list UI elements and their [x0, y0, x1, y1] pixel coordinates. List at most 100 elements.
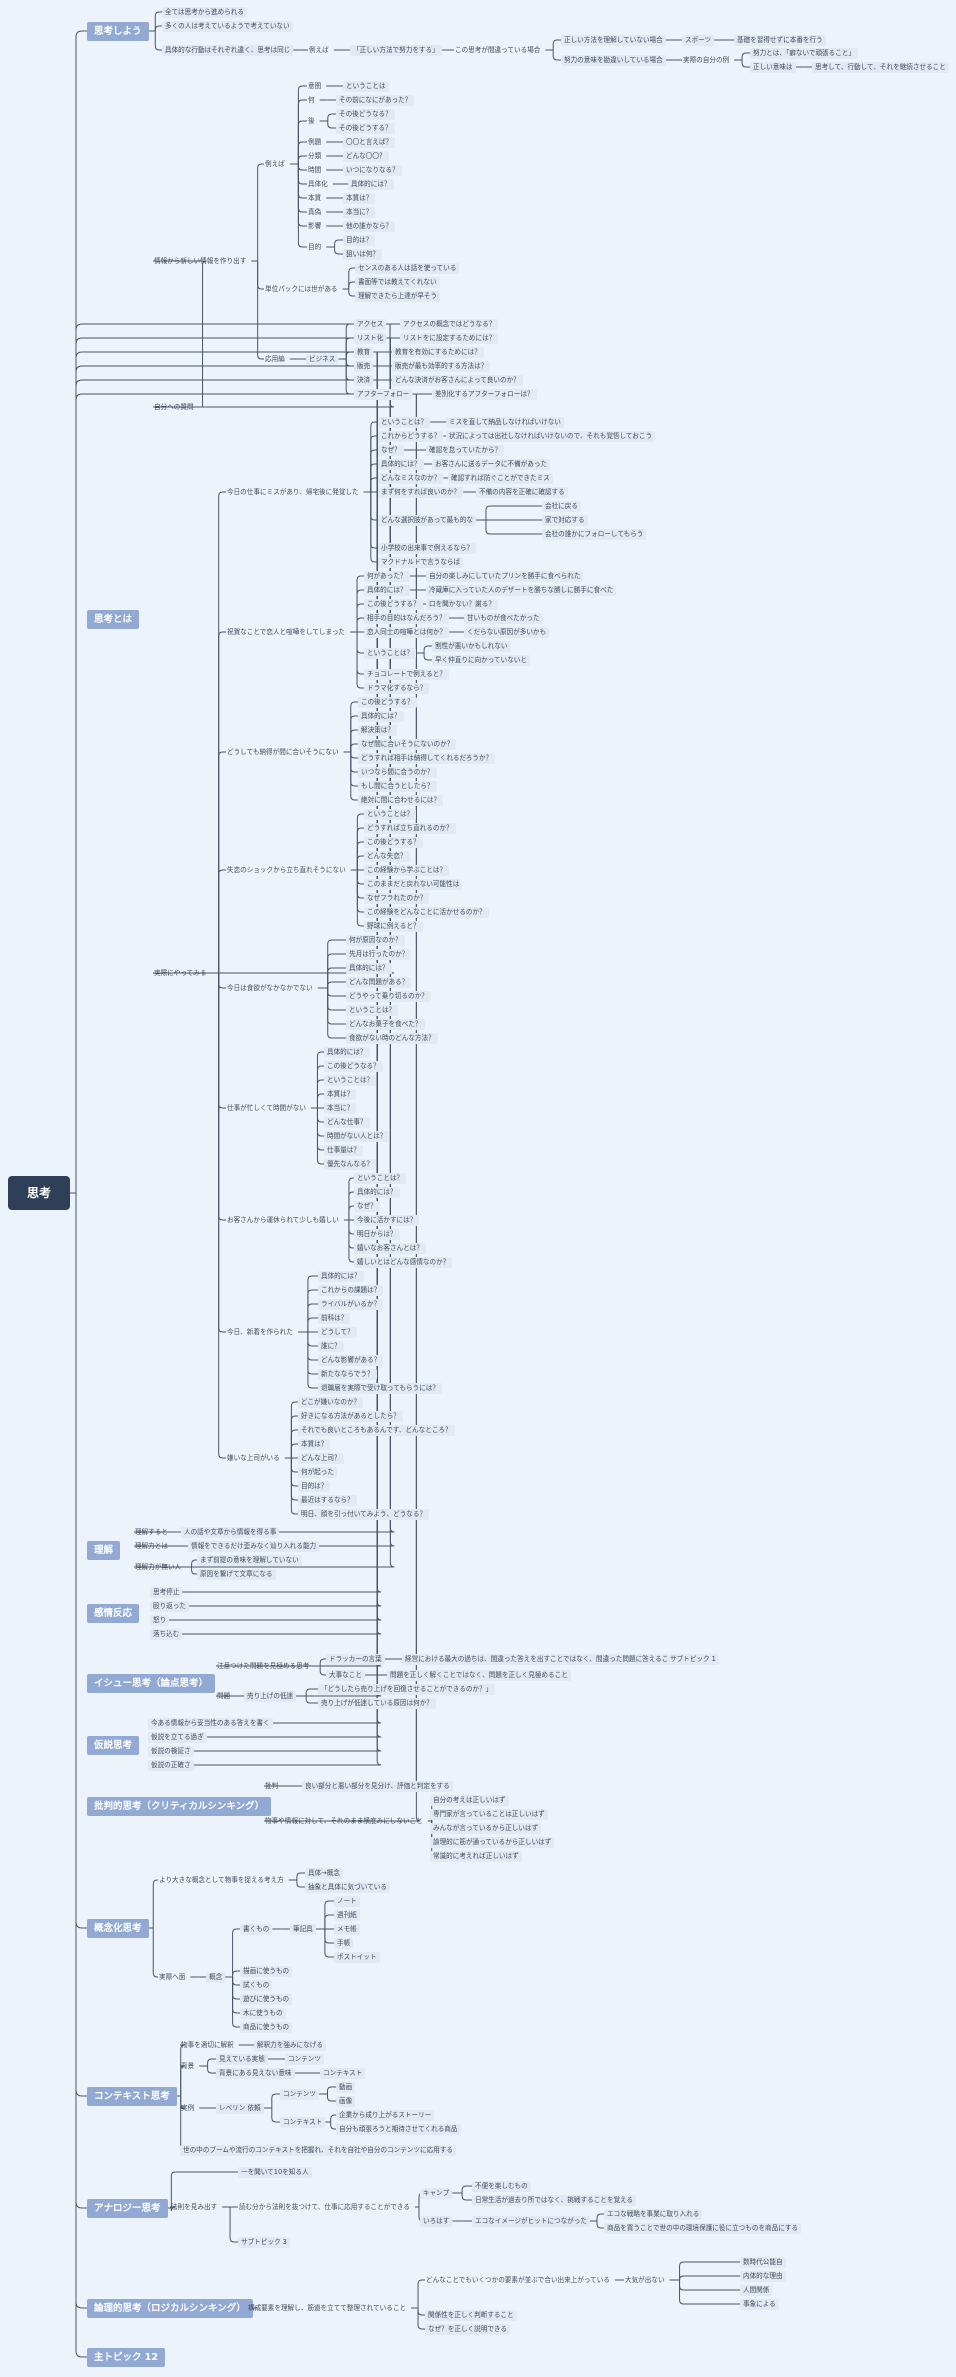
topic-q10a[interactable]: 他の誰かなら？ [343, 220, 396, 232]
topic-k1[interactable]: 物事を適切に解釈 [181, 2040, 234, 2049]
topic-s8c[interactable]: ライバルがいるか？ [318, 1298, 384, 1310]
topic-i1a[interactable]: ドラッカーの言葉 [326, 1653, 385, 1665]
topic-t2[interactable]: 例えば [265, 159, 285, 168]
topic-s6i[interactable]: 優先なんなる？ [324, 1158, 377, 1170]
topic-s9f[interactable]: 何が起った [298, 1466, 337, 1478]
topic-s1e1[interactable]: 確認すれば防ぐことができたミス [448, 472, 553, 484]
topic-s3b[interactable]: 具体的には？ [358, 710, 404, 722]
topic-i1[interactable]: 注意つけた問題を見極める思考 [217, 1661, 310, 1670]
topic-i1b[interactable]: 大事なこと [326, 1669, 365, 1681]
topic-h1[interactable]: 今ある情報から妥当性のある答えを書く [148, 1717, 273, 1729]
topic-s8a[interactable]: 具体的には？ [318, 1270, 364, 1282]
branch-thinking-lets[interactable]: 思考しよう [87, 21, 149, 41]
topic-c2e[interactable]: 常識的に考えれば正しいはず [430, 1850, 522, 1862]
topic-q1a[interactable]: ということは [343, 80, 389, 92]
topic-s5c[interactable]: 具体的には？ [346, 962, 392, 974]
topic-q11[interactable]: 目的 [308, 242, 322, 251]
topic-n12[interactable]: 努力とは、「癖ないで頑張ること」 [750, 47, 859, 59]
topic-h2[interactable]: 仮説を立てる過ぎ [148, 1731, 207, 1743]
topic-n7[interactable]: 正しい方法を理解していない場合 [561, 34, 666, 46]
topic-s3h[interactable]: 絶対に間に合わせるには？ [358, 794, 444, 806]
topic-s1h[interactable]: 小学校の出来事で例えるなら？ [378, 542, 477, 554]
topic-s5e[interactable]: どうやって乗り切るのか？ [346, 990, 431, 1002]
topic-q4[interactable]: 例題 [308, 137, 322, 146]
topic-q3[interactable]: 後 [308, 116, 315, 125]
topic-s6f[interactable]: どんな仕事？ [324, 1116, 370, 1128]
topic-b3a[interactable]: 教育を有効にするためには？ [392, 346, 484, 358]
topic-g3e[interactable]: 木に使うもの [240, 2007, 286, 2019]
topic-r2a[interactable]: 情報をできるだけ歪みなく辿り入れる能力 [188, 1540, 320, 1552]
topic-s3c[interactable]: 解決策は？ [358, 724, 397, 736]
topic-b6a[interactable]: 差別化するアフターフォローは？ [432, 388, 537, 400]
topic-s1f[interactable]: まず何をすれば良いのか？ [378, 486, 464, 498]
topic-s3[interactable]: どうしても納得が間に合いそうにない [227, 747, 339, 756]
topic-g3a[interactable]: 概念 [206, 1971, 226, 1983]
topic-b1a[interactable]: アクセスの概念ではどうなる？ [400, 318, 499, 330]
topic-l3[interactable]: 関係性を正しく判断すること [425, 2309, 517, 2321]
topic-b5[interactable]: 決済 [354, 374, 374, 386]
topic-g2d[interactable]: メモ帳 [334, 1923, 360, 1935]
topic-s8h[interactable]: 新たなならでう？ [318, 1368, 377, 1380]
topic-q6[interactable]: 時間 [308, 165, 322, 174]
topic-q2a[interactable]: その前になにがあった？ [336, 94, 415, 106]
topic-b4[interactable]: 販売 [354, 360, 374, 372]
topic-s7g[interactable]: 嬉しいとはどんな感情なのか？ [354, 1256, 453, 1268]
topic-t3a[interactable]: センスのある人は話を使っている [355, 262, 460, 274]
topic-s6[interactable]: 仕事が忙しくて時間がない [227, 1103, 306, 1112]
topic-n11[interactable]: 実際の自分の例 [683, 55, 730, 64]
topic-s2[interactable]: 祝賀なことで恋人と喧嘩をしてしまった [227, 627, 346, 636]
topic-s2f[interactable]: ということは？ [364, 647, 417, 659]
branch-hypothesis-thinking[interactable]: 仮説思考 [87, 1735, 140, 1755]
topic-s5b[interactable]: 先月は行ったのか？ [346, 948, 412, 960]
topic-i1a1[interactable]: 経営における最大の過ちは、間違った答えを出すことではなく、間違った問題に答えるこ… [402, 1653, 691, 1665]
topic-e3[interactable]: 怒り [150, 1614, 170, 1626]
topic-k2b[interactable]: 背景にある見えない意味 [216, 2067, 295, 2079]
topic-s2b1[interactable]: 冷蔵庫に入っていた人のデザートを勝ちな勝しに勝手に食べた [426, 584, 617, 596]
topic-n2[interactable]: 多くの人は考えているようで考えていない [162, 20, 293, 32]
topic-b2[interactable]: リスト化 [354, 332, 387, 344]
branch-emotional-reaction[interactable]: 感情反応 [87, 1603, 140, 1623]
topic-g3c[interactable]: 試くもの [240, 1979, 273, 1991]
topic-n14[interactable]: 思考して、行動して、それを継続させること [812, 61, 949, 73]
branch-understanding[interactable]: 理解 [87, 1540, 121, 1560]
topic-t6[interactable]: 自分への質問 [154, 402, 194, 411]
topic-n13[interactable]: 正しい意味は [750, 61, 796, 73]
topic-n6[interactable]: この思考が間違っている場合 [455, 45, 541, 54]
topic-s8e[interactable]: どうして？ [318, 1326, 357, 1338]
topic-s2b[interactable]: 具体的には？ [364, 584, 410, 596]
topic-c1[interactable]: 批判 [265, 1781, 279, 1790]
topic-q9[interactable]: 真偽 [308, 207, 322, 216]
topic-n10[interactable]: 努力の意味を勘違いしている場合 [561, 54, 666, 66]
topic-n4[interactable]: 例えば [309, 45, 329, 54]
topic-a1[interactable]: 一を聞いて10を知る人 [238, 2166, 312, 2178]
topic-s1e[interactable]: どんなミスなのか？ [378, 472, 444, 484]
topic-i2a1[interactable]: 「どうしたら売り上げを回復させることができるのか？」 [318, 1683, 496, 1695]
topic-e4[interactable]: 落ち込む [150, 1628, 183, 1640]
topic-b5a[interactable]: どんな決済がお客さんによって良いのか？ [392, 374, 523, 386]
topic-s2a[interactable]: 何があった？ [364, 570, 410, 582]
topic-s1b1[interactable]: 状況によっては出社しなければいけないので、それも覚悟しておこう [446, 430, 656, 442]
topic-g3f[interactable]: 商品に使うもの [240, 2021, 293, 2033]
topic-s5f[interactable]: ということは？ [346, 1004, 399, 1016]
topic-a3[interactable]: 読む分から法則を抜つけて、仕事に応用することができる [239, 2202, 410, 2211]
topic-q1[interactable]: 意图 [308, 81, 322, 90]
topic-s1f1[interactable]: 不備の内容を正確に確認する [476, 486, 568, 498]
topic-k2a1[interactable]: コンテンツ [285, 2053, 324, 2065]
topic-s1i[interactable]: マクドナルドで言うならば [378, 556, 464, 568]
topic-k3c2[interactable]: 自分も頑張ろうと期待させてくれる商品 [336, 2123, 461, 2135]
topic-a3b1[interactable]: エコなイメージがヒットにつながった [472, 2215, 590, 2227]
topic-e1[interactable]: 思考停止 [150, 1586, 183, 1598]
topic-s2g[interactable]: チョコレートで例えると？ [364, 668, 449, 680]
topic-s2c1[interactable]: 口を聞かない？謝る？ [426, 598, 498, 610]
topic-s7b[interactable]: 具体的には？ [354, 1186, 400, 1198]
topic-n9[interactable]: 基礎を習得せずに本番を行う [734, 34, 826, 46]
topic-s6b[interactable]: この後どうなる？ [324, 1060, 383, 1072]
topic-c2[interactable]: 物事や情報に対して、それのまま横底みにしないこと [265, 1816, 423, 1825]
topic-t3b[interactable]: 書面等では教えてくれない [355, 276, 440, 288]
topic-s9a[interactable]: どこが嫌いなのか？ [298, 1396, 364, 1408]
branch-what-is-thinking[interactable]: 思考とは [87, 609, 140, 629]
topic-g1b[interactable]: 抽象と具体に気づいている [305, 1881, 390, 1893]
topic-s9i[interactable]: 明日、顔を引っ付いてみよう、どうなる？ [298, 1508, 430, 1520]
topic-b6[interactable]: アフターフォロー [354, 388, 413, 400]
topic-l2a1[interactable]: 数時代公能自 [740, 2256, 786, 2268]
